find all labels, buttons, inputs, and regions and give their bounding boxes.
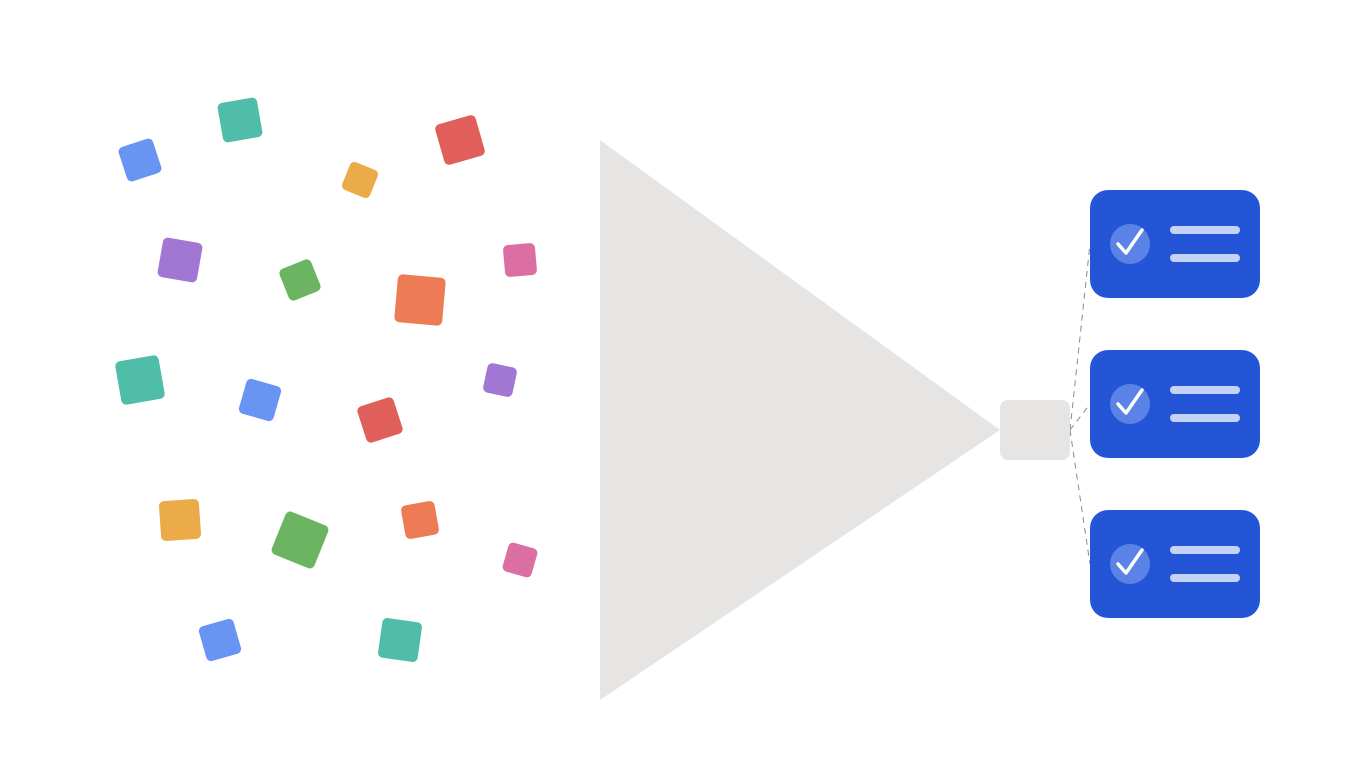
check-icon xyxy=(1116,228,1144,255)
check-icon xyxy=(1116,388,1144,415)
check-badge xyxy=(1110,384,1150,424)
text-line xyxy=(1170,226,1240,234)
connector-line-1 xyxy=(1069,243,1091,431)
result-card-3 xyxy=(1090,510,1260,618)
connector-line-3 xyxy=(1069,429,1091,565)
text-line xyxy=(1170,574,1240,582)
funnel-triangle xyxy=(600,140,1000,700)
text-line xyxy=(1170,414,1240,422)
connector-line-2 xyxy=(1069,403,1091,431)
check-badge xyxy=(1110,544,1150,584)
check-badge xyxy=(1110,224,1150,264)
text-line xyxy=(1170,386,1240,394)
text-line xyxy=(1170,254,1240,262)
connector-lines xyxy=(1069,243,1091,565)
check-icon xyxy=(1116,548,1144,575)
text-line xyxy=(1170,546,1240,554)
result-card-2 xyxy=(1090,350,1260,458)
output-node xyxy=(1000,400,1070,460)
result-card-1 xyxy=(1090,190,1260,298)
